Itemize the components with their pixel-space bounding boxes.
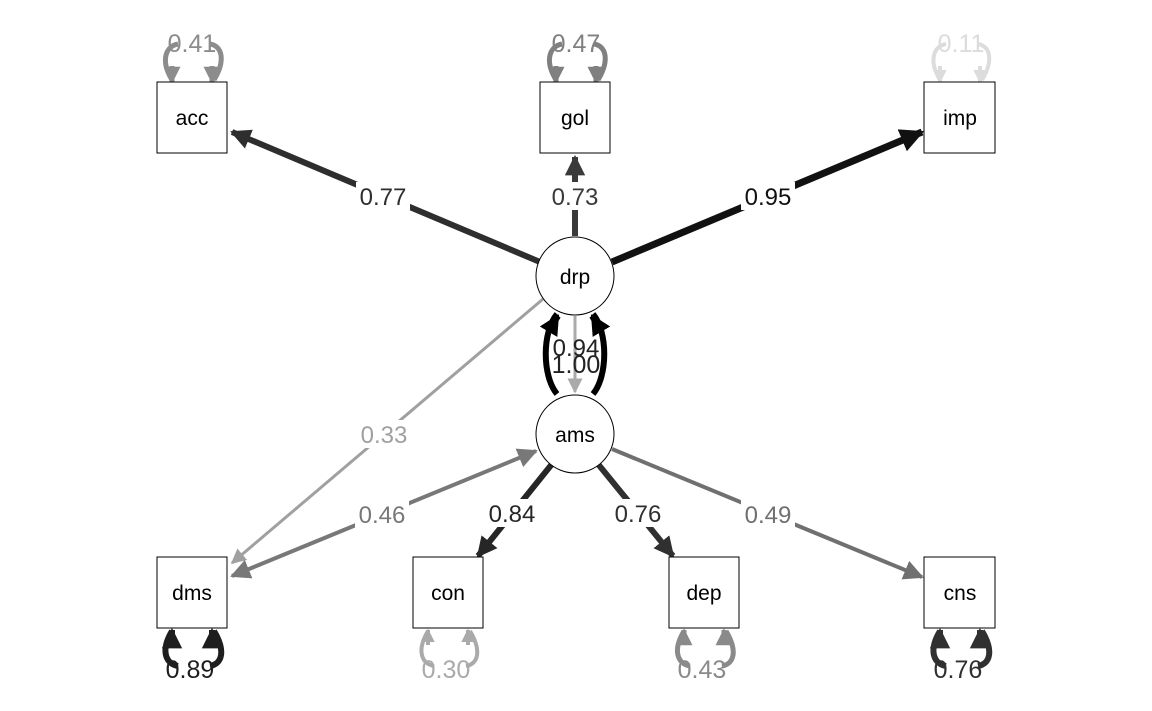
edge-label-drp-ams: 0.94 bbox=[553, 335, 600, 362]
variance-labels: 0.41 0.47 0.11 1.00 0.89 0.30 0.43 0.76 bbox=[166, 30, 985, 684]
variance-arrow-drp-right bbox=[589, 314, 611, 337]
edge-label-drp-dms: 0.33 bbox=[361, 422, 408, 449]
node-acc[interactable]: acc bbox=[156, 81, 228, 154]
edge-label-drp-imp: 0.95 bbox=[745, 184, 792, 211]
variance-label-drp: 1.00 bbox=[552, 351, 601, 379]
edge-label-drp-gol: 0.73 bbox=[552, 184, 599, 211]
node-label-gol: gol bbox=[561, 107, 589, 130]
variance-label-imp: 0.11 bbox=[938, 30, 985, 58]
variance-label-cns: 0.76 bbox=[934, 656, 983, 684]
node-drp[interactable]: drp bbox=[535, 236, 615, 316]
node-con[interactable]: con bbox=[412, 556, 484, 629]
variance-label-con: 0.30 bbox=[422, 656, 471, 684]
node-label-drp: drp bbox=[560, 266, 590, 289]
edge-label-ams-dms: 0.46 bbox=[359, 502, 406, 529]
node-cns[interactable]: cns bbox=[923, 556, 996, 629]
node-label-ams: ams bbox=[555, 424, 595, 447]
node-dep[interactable]: dep bbox=[668, 556, 740, 629]
node-label-imp: imp bbox=[943, 107, 977, 130]
variance-arrow-drp-left bbox=[539, 314, 561, 337]
node-label-acc: acc bbox=[176, 107, 209, 130]
node-gol[interactable]: gol bbox=[539, 81, 611, 154]
node-label-dep: dep bbox=[686, 582, 721, 605]
variance-label-gol: 0.47 bbox=[552, 30, 601, 58]
node-label-con: con bbox=[431, 582, 465, 605]
edge-label-drp-acc: 0.77 bbox=[360, 184, 407, 211]
edge-label-ams-cns: 0.49 bbox=[745, 502, 792, 529]
variance-label-dep: 0.43 bbox=[678, 656, 727, 684]
node-ams[interactable]: ams bbox=[535, 394, 615, 474]
variance-label-acc: 0.41 bbox=[168, 30, 217, 58]
edge-label-ams-dep: 0.76 bbox=[615, 501, 662, 528]
node-label-cns: cns bbox=[944, 582, 977, 605]
node-imp[interactable]: imp bbox=[923, 81, 996, 154]
variance-loops bbox=[161, 41, 993, 669]
nodes: acc gol imp dms con dep cns drp bbox=[156, 81, 996, 629]
node-dms[interactable]: dms bbox=[156, 556, 228, 629]
node-label-dms: dms bbox=[172, 582, 212, 605]
edge-label-ams-con: 0.84 bbox=[489, 501, 536, 528]
variance-label-dms: 0.89 bbox=[166, 656, 215, 684]
edge-labels: 0.77 0.73 0.95 0.33 0.46 0.84 0.76 0.49 … bbox=[355, 182, 795, 529]
